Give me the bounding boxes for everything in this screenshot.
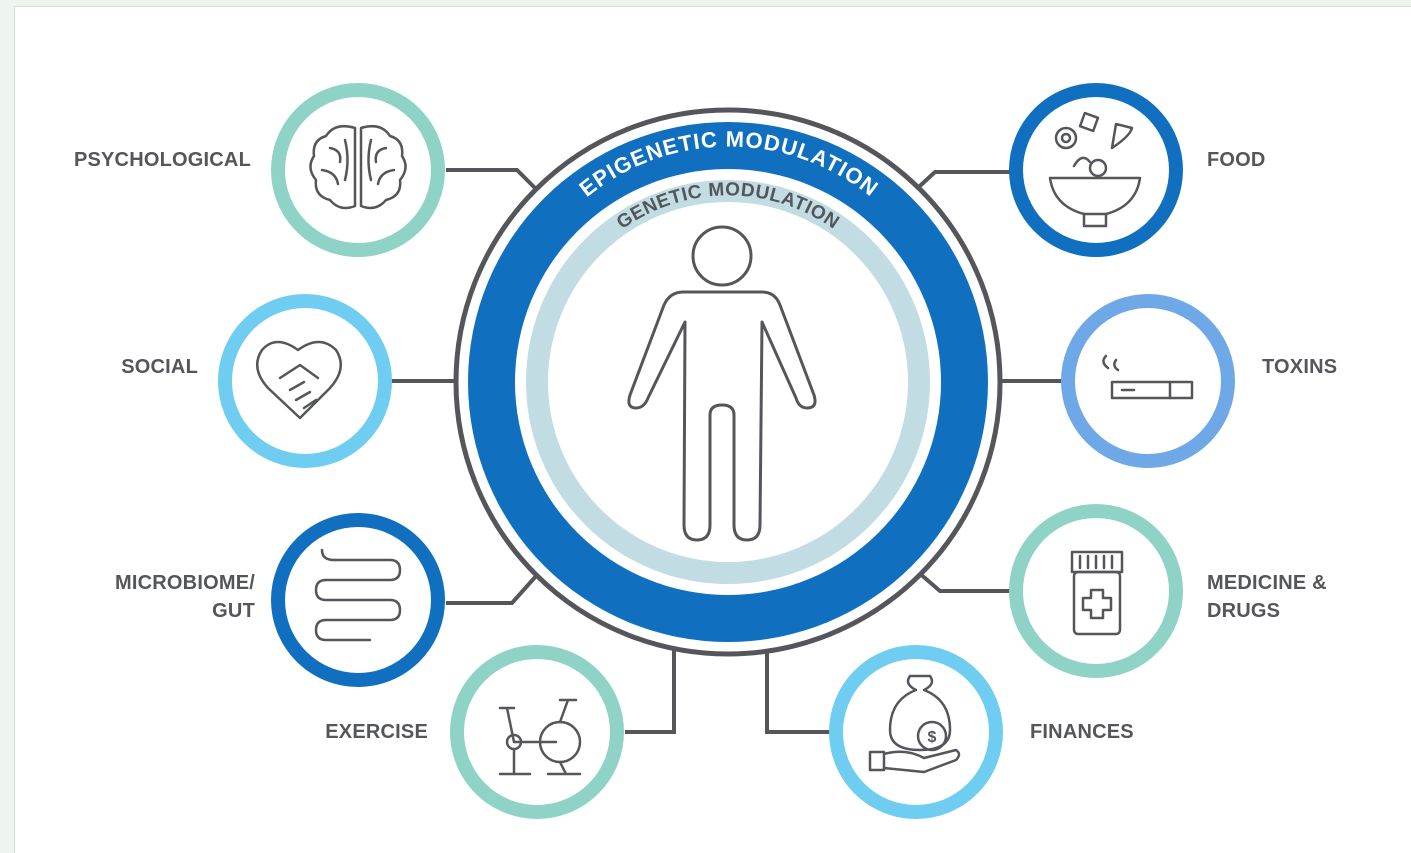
connector-microbiome bbox=[446, 564, 547, 605]
genetic-ring-base bbox=[515, 169, 941, 595]
intestine-icon bbox=[314, 548, 402, 642]
heart-handshake-icon bbox=[255, 340, 343, 420]
microbiome-label: MICROBIOME/ GUT bbox=[115, 572, 255, 622]
connector-psychological bbox=[446, 168, 545, 198]
toxins-label: TOXINS bbox=[1262, 356, 1338, 378]
genetic-ring bbox=[526, 180, 930, 584]
cigarette-icon bbox=[1102, 354, 1194, 400]
psychological-ring bbox=[271, 83, 445, 257]
brain-icon bbox=[309, 125, 407, 210]
finances-ring bbox=[829, 645, 1003, 819]
pill-bottle-icon bbox=[1070, 550, 1124, 636]
exercise-bike-icon bbox=[498, 698, 582, 776]
social-label: SOCIAL bbox=[121, 356, 198, 378]
food-ring bbox=[1009, 83, 1183, 257]
connector-finances bbox=[765, 641, 830, 734]
food-bowl-icon bbox=[1048, 111, 1142, 228]
finances-label: FINANCES bbox=[1030, 721, 1134, 743]
social-ring bbox=[218, 294, 392, 468]
food-label: FOOD bbox=[1207, 149, 1266, 171]
exercise-ring bbox=[450, 645, 624, 819]
svg-text:$: $ bbox=[928, 729, 937, 746]
connector-exercise bbox=[625, 641, 676, 734]
medicine-label: MEDICINE & DRUGS bbox=[1207, 572, 1327, 622]
person-icon bbox=[627, 225, 817, 542]
money-bag-icon: $ bbox=[868, 674, 961, 774]
psychological-label: PSYCHOLOGICAL bbox=[73, 149, 251, 171]
exercise-label: EXERCISE bbox=[325, 721, 428, 743]
